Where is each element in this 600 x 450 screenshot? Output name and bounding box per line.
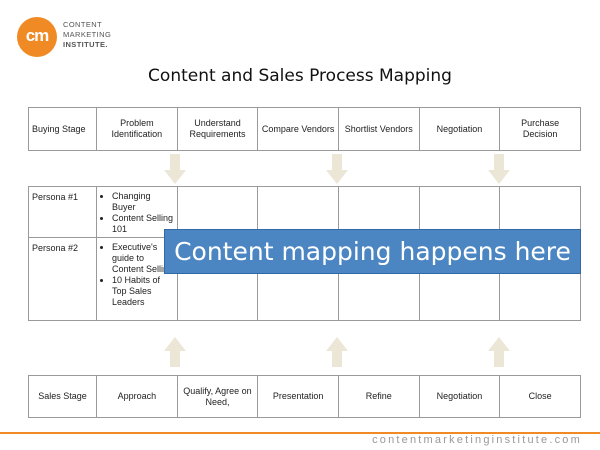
logo-line-2: MARKETING [63, 30, 112, 39]
sales-cell-refine: Refine [337, 375, 420, 418]
buying-cell-problem-identification: Problem Identification [96, 107, 178, 151]
list-item: Executive's guide to Content Selling [112, 242, 174, 275]
persona-1-label: Persona #1 [28, 186, 97, 238]
persona-2-label: Persona #2 [28, 237, 97, 321]
list-item: Content Selling 101 [112, 213, 174, 235]
list-item: 10 Habits of Top Sales Leaders [112, 275, 174, 308]
logo-wordmark: CONTENT MARKETING INSTITUTE. [63, 20, 111, 50]
persona-1-list: Changing Buyer Content Selling 101 [100, 191, 174, 235]
buying-cell-understand-requirements: Understand Requirements [176, 107, 259, 151]
list-item: Changing Buyer [112, 191, 174, 213]
up-arrow-icon [488, 337, 510, 367]
down-arrow-icon [488, 154, 510, 184]
persona-2-list: Executive's guide to Content Selling 10 … [100, 242, 174, 308]
up-arrow-icon [164, 337, 186, 367]
down-arrow-icon [326, 154, 348, 184]
buying-cell-compare-vendors: Compare Vendors [257, 107, 339, 151]
logo-monogram: cm [25, 26, 50, 45]
down-arrow-icon [164, 154, 186, 184]
up-arrow-icon [326, 337, 348, 367]
sales-cell-negotiation: Negotiation [418, 375, 501, 418]
buying-stage-label: Buying Stage [28, 107, 97, 151]
sales-cell-approach: Approach [96, 375, 178, 418]
logo-line-3: INSTITUTE. [63, 40, 108, 49]
sales-cell-presentation: Presentation [257, 375, 339, 418]
footer-bar: contentmarketinginstitute.com [0, 432, 600, 450]
buying-cell-negotiation: Negotiation [418, 107, 501, 151]
buying-cell-purchase-decision: Purchase Decision [499, 107, 581, 151]
cmi-logo: cm CONTENT MARKETING INSTITUTE. [17, 15, 137, 60]
logo-mark: cm [17, 17, 57, 57]
content-mapping-banner: Content mapping happens here [164, 229, 581, 274]
sales-cell-close: Close [499, 375, 581, 418]
sales-cell-qualify: Qualify, Agree on Need, [176, 375, 259, 418]
logo-line-1: CONTENT [63, 20, 103, 29]
footer-url: contentmarketinginstitute.com [372, 434, 582, 446]
slide-title: Content and Sales Process Mapping [148, 66, 452, 86]
sales-stage-label: Sales Stage [28, 375, 97, 418]
buying-cell-shortlist-vendors: Shortlist Vendors [337, 107, 420, 151]
buying-stage-row: Buying Stage Problem Identification Unde… [28, 107, 581, 151]
sales-stage-row: Sales Stage Approach Qualify, Agree on N… [28, 375, 581, 418]
